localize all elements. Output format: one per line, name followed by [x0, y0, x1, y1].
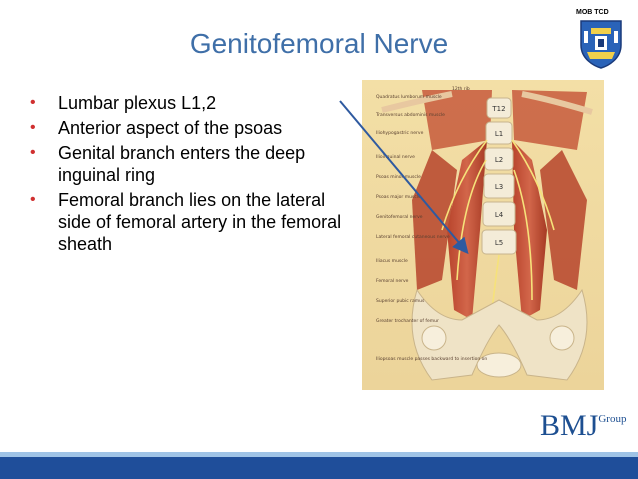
figure-label: 12th rib [452, 86, 470, 92]
figure-label: Greater trochanter of femur [376, 318, 439, 324]
figure-label: Psoas minor muscle [376, 174, 421, 180]
bmj-logo: BMJGroup [540, 409, 626, 443]
figure-label: Lateral femoral cutaneous nerve [376, 234, 450, 240]
vertebra-label: L1 [495, 130, 503, 138]
figure-label: Iliopsoas muscle passes backward to inse… [376, 356, 487, 362]
crest-logo [580, 20, 622, 69]
vertebra-label: L3 [495, 183, 503, 191]
bullet-dot-icon: • [30, 144, 36, 161]
figure-label: Quadratus lumborum muscle [376, 94, 442, 100]
figure-label: Iliohypogastric nerve [376, 130, 424, 136]
bullet-item: • Anterior aspect of the psoas [30, 117, 360, 139]
figure-label: Superior pubic ramus [376, 298, 425, 304]
bullet-text: Lumbar plexus L1,2 [58, 93, 217, 113]
slide-title: Genitofemoral Nerve [189, 28, 449, 59]
vertebra-label: L2 [495, 156, 503, 164]
bullet-dot-icon: • [30, 94, 36, 111]
vertebra-label: L5 [495, 239, 503, 247]
figure-label: Genitofemoral nerve [376, 214, 423, 220]
bullet-text: Genital branch enters the deep inguinal … [58, 143, 306, 185]
vertebra-label: T12 [491, 105, 505, 113]
bullet-text: Anterior aspect of the psoas [58, 118, 283, 138]
footer-bar-light [0, 452, 638, 457]
bullet-dot-icon: • [30, 119, 36, 136]
bmj-logo-main: BMJ [540, 409, 599, 442]
figure-label: Psoas major muscle [376, 194, 421, 200]
bullet-item: • Genital branch enters the deep inguinal… [30, 142, 360, 186]
bullet-dot-icon: • [30, 191, 36, 208]
bullet-text: Femoral branch lies on the lateral side … [58, 190, 342, 254]
figure-label: Iliacus muscle [376, 258, 408, 264]
figure-label: Femoral nerve [376, 278, 409, 284]
bullet-list: • Lumbar plexus L1,2 • Anterior aspect of … [30, 92, 360, 258]
figure-label: Transversus abdominis muscle [375, 112, 445, 118]
vertebra-label: L4 [495, 211, 504, 219]
bullet-item: • Femoral branch lies on the lateral side… [30, 189, 360, 255]
anatomy-illustration: T12 L1 L2 L3 L4 L5 Quadratus lumborum mu… [362, 80, 604, 390]
bmj-logo-sup: Group [598, 413, 627, 425]
corner-label: MOB TCD [576, 9, 609, 16]
bullet-item: • Lumbar plexus L1,2 [30, 92, 360, 114]
figure-label: Ilioinguinal nerve [376, 154, 415, 160]
footer-bar-dark [0, 457, 638, 479]
